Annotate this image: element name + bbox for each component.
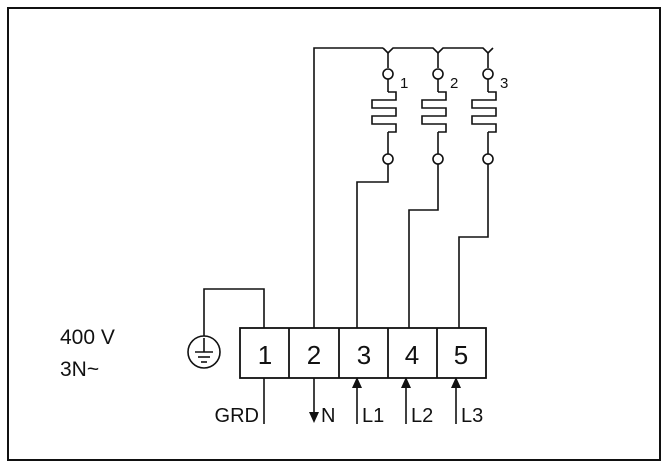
ground-symbol-icon xyxy=(187,335,221,369)
terminal-5-label: L3 xyxy=(461,405,483,427)
terminal-2-number: 2 xyxy=(307,340,321,370)
terminal-4-label: L2 xyxy=(411,405,433,427)
arrow-up-icon xyxy=(451,377,461,388)
terminal-4-number: 4 xyxy=(405,340,419,370)
star-bus xyxy=(382,47,494,55)
supply-voltage-label: 400 V xyxy=(60,326,115,349)
neutral-wire xyxy=(313,47,383,328)
terminal-1-label: GRD xyxy=(215,405,259,427)
ground-wire xyxy=(203,288,265,336)
heating-element-1 xyxy=(356,53,397,328)
arrow-down-icon xyxy=(309,412,319,423)
terminal-1-number: 1 xyxy=(258,340,272,370)
terminal-3-label: L1 xyxy=(362,405,384,427)
heating-element-1-label: 1 xyxy=(400,75,408,92)
terminal-3-number: 3 xyxy=(357,340,371,370)
heating-element-2 xyxy=(408,53,447,328)
arrow-up-icon xyxy=(401,377,411,388)
terminal-block xyxy=(239,327,487,379)
heating-element-3 xyxy=(458,53,497,328)
terminal-2-label: N xyxy=(321,405,335,427)
arrow-up-icon xyxy=(352,377,362,388)
heating-element-3-label: 3 xyxy=(500,75,508,92)
supply-type-label: 3N~ xyxy=(60,358,99,381)
heating-element-2-label: 2 xyxy=(450,75,458,92)
diagram-border xyxy=(7,7,661,461)
terminal-5-number: 5 xyxy=(454,340,468,370)
